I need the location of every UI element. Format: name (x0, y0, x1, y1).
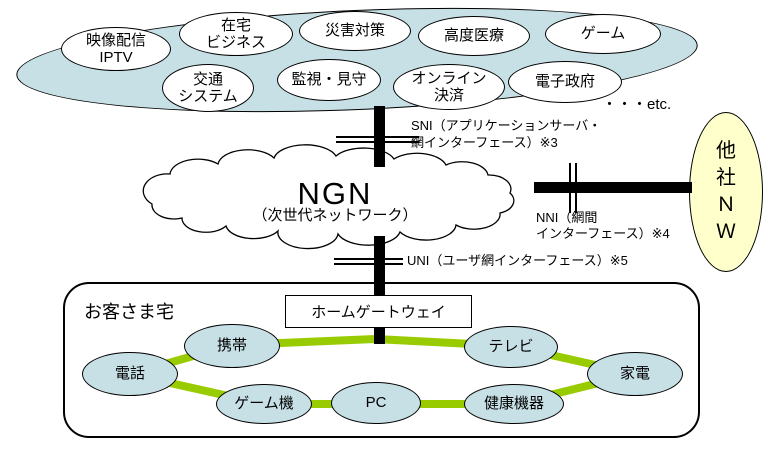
device-ellipse-appliance: 家電 (587, 352, 683, 396)
device-ellipse-game-console: ゲーム機 (216, 384, 312, 424)
gateway-link-bar (374, 327, 385, 344)
home-gateway-box: ホームゲートウェイ (285, 295, 472, 328)
device-ellipse-health: 健康機器 (464, 384, 564, 424)
ngn-subtitle: （次世代ネットワーク） (252, 207, 418, 224)
uni-label: UNI（ユーザ網インターフェース）※5 (407, 253, 628, 268)
service-ellipse-online-payment: オンライン 決済 (393, 64, 505, 110)
nni-interface-tick-right (575, 163, 577, 213)
service-ellipse-egov: 電子政府 (508, 61, 622, 103)
customer-home-title: お客さま宅 (84, 302, 174, 322)
device-ellipse-phone: 電話 (82, 352, 178, 396)
service-ellipse-disaster: 災害対策 (299, 11, 411, 51)
service-ellipse-medical: 高度医療 (418, 16, 530, 56)
device-ellipse-tv: テレビ (464, 326, 558, 368)
service-ellipse-game: ゲーム (545, 14, 661, 54)
nni-label: NNI（網間 インターフェース）※4 (536, 210, 670, 241)
ngn-title: NGN (297, 176, 373, 211)
service-ellipse-traffic: 交通 システム (162, 64, 254, 112)
nni-interface-tick-left (569, 163, 571, 213)
sni-label: SNI（アプリケーションサーバ・ 網インターフェース）※3 (411, 118, 602, 150)
sni-interface-tick-bottom (336, 141, 419, 143)
service-ellipse-video-iptv: 映像配信 IPTV (61, 27, 171, 71)
other-network-ellipse: 他 社 Ｎ Ｗ (689, 112, 763, 272)
uni-interface-tick-top (334, 258, 403, 260)
sni-interface-tick-top (336, 136, 419, 138)
device-ellipse-pc: PC (331, 382, 421, 424)
uni-link-bar (374, 236, 385, 297)
etc-label: ・・・etc. (602, 96, 672, 113)
nni-link-bar (534, 182, 692, 193)
device-ellipse-mobile: 携帯 (184, 324, 280, 368)
service-ellipse-home-business: 在宅 ビジネス (179, 12, 293, 56)
ngn-cloud (142, 144, 515, 250)
service-ellipse-monitoring: 監視・見守 (277, 59, 381, 101)
uni-interface-tick-bottom (334, 263, 403, 265)
